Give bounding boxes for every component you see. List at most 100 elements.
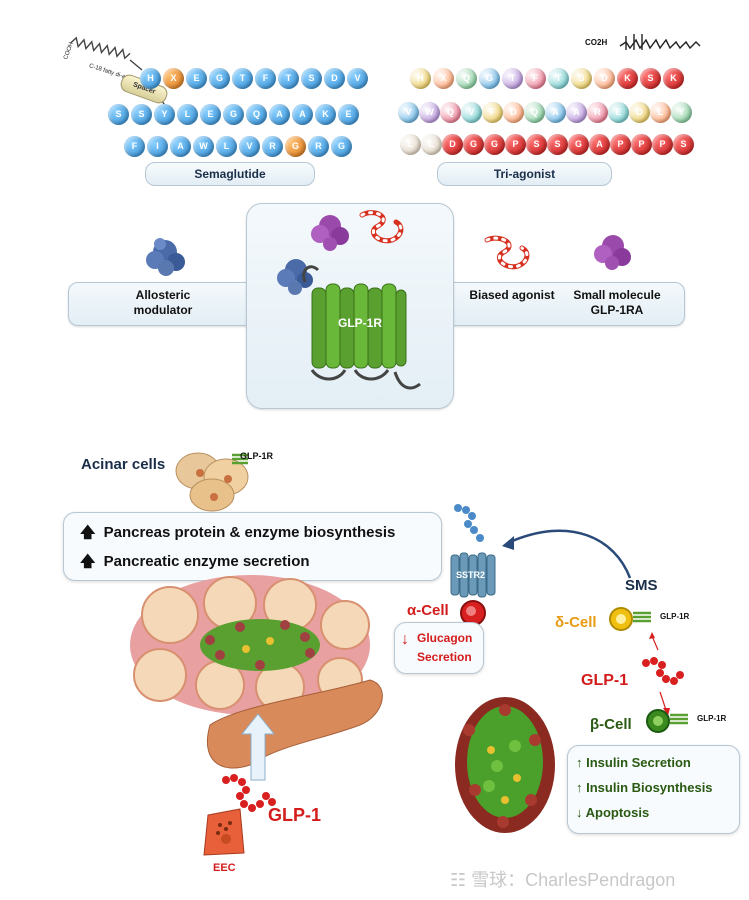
amino-acid-bead: L: [421, 134, 442, 155]
amino-acid-bead: S: [526, 134, 547, 155]
watermark-icon: ☷: [450, 870, 467, 890]
beta-effects-box: ↑ Insulin Secretion ↑ Insulin Biosynthes…: [567, 745, 740, 834]
amino-acid-bead: G: [568, 134, 589, 155]
amino-acid-bead: E: [338, 104, 359, 125]
glp1-mid-peptide-icon: [642, 657, 684, 685]
sstr2-receptor-icon: [450, 552, 496, 598]
co2h-label: CO2H: [585, 38, 607, 47]
beta-effect-row-3: ↓ Apoptosis: [576, 805, 649, 820]
islet-illustration: [455, 697, 555, 833]
amino-acid-bead: D: [594, 68, 615, 89]
amino-acid-bead: A: [566, 102, 587, 123]
small-molecule-label: Small molecule GLP-1RA: [573, 288, 661, 317]
amino-acid-bead: W: [193, 136, 214, 157]
lipid-chain: [619, 34, 701, 50]
glp1r-receptor-icon: [302, 265, 421, 390]
amino-acid-bead: D: [629, 102, 650, 123]
amino-acid-bead: E: [200, 104, 221, 125]
amino-acid-bead: F: [482, 102, 503, 123]
up-arrow-icon: 🡅: [80, 524, 96, 541]
up-arrow-icon: ↑: [576, 780, 583, 795]
amino-acid-bead: F: [525, 68, 546, 89]
amino-acid-bead: T: [548, 68, 569, 89]
alpha-cell-label: α-Cell: [407, 602, 449, 619]
amino-acid-bead: E: [608, 102, 629, 123]
delta-cell-icon: [609, 607, 651, 631]
glp1-mid-label: GLP-1: [581, 672, 629, 689]
biased-agonist-bound-icon: [359, 210, 404, 244]
sstr2-label: SSTR2: [456, 570, 486, 580]
watermark-text: ☷ 雪球：CharlesPendragon: [450, 866, 675, 892]
glp1-signal-arrows: [649, 632, 670, 716]
pancreas-effects-box: 🡅 Pancreas protein & enzyme biosynthesis…: [63, 512, 442, 581]
beta-effect-row-1: ↑ Insulin Secretion: [576, 755, 691, 770]
beta-effect-2: Insulin Biosynthesis: [586, 780, 713, 795]
secretion-label: Secretion: [417, 650, 472, 664]
amino-acid-bead: R: [587, 102, 608, 123]
effect-row-1: 🡅 Pancreas protein & enzyme biosynthesis: [80, 522, 395, 547]
amino-acid-bead: G: [209, 68, 230, 89]
amino-acid-bead: S: [131, 104, 152, 125]
eec-label: EEC: [213, 862, 236, 874]
amino-acid-bead: H: [140, 68, 161, 89]
sms-pathway-arrow: [502, 529, 632, 579]
glp1-bottom-label: GLP-1: [268, 805, 322, 825]
amino-acid-bead: A: [170, 136, 191, 157]
amino-acid-bead: Q: [246, 104, 267, 125]
amino-acid-bead: F: [124, 136, 145, 157]
amino-acid-bead: Q: [524, 102, 545, 123]
amino-acid-bead: G: [479, 68, 500, 89]
upward-arrow-icon: [240, 713, 276, 781]
biased-agonist-icon: [484, 235, 530, 270]
amino-acid-bead: P: [631, 134, 652, 155]
small-molecule-bound-icon: [311, 215, 349, 251]
beta-glp1r-label: GLP-1R: [697, 714, 727, 723]
ligand-shapes: [146, 210, 631, 390]
amino-acid-bead: X: [163, 68, 184, 89]
beta-effect-1: Insulin Secretion: [586, 755, 691, 770]
amino-acid-bead: A: [269, 104, 290, 125]
allosteric-label: Allosteric modulator: [133, 288, 193, 317]
small-molecule-icon: [594, 235, 631, 270]
co2h-text: CO2H: [585, 38, 608, 47]
eec-cell-icon: [203, 808, 245, 856]
delta-cell-label: δ-Cell: [555, 614, 597, 631]
biased-agonist-label: Biased agonist: [469, 288, 555, 302]
amino-acid-bead: T: [278, 68, 299, 89]
amino-acid-bead: D: [442, 134, 463, 155]
down-arrow-icon: ↓: [401, 631, 409, 648]
amino-acid-bead: V: [239, 136, 260, 157]
amino-acid-bead: K: [315, 104, 336, 125]
glp1-peptide-icon: [222, 774, 276, 812]
acinar-cell-cluster-icon: [175, 452, 249, 512]
amino-acid-bead: G: [331, 136, 352, 157]
amino-acid-bead: V: [461, 102, 482, 123]
amino-acid-bead: P: [505, 134, 526, 155]
amino-acid-bead: Y: [671, 102, 692, 123]
amino-acid-bead: A: [545, 102, 566, 123]
amino-acid-bead: G: [223, 104, 244, 125]
effect-2: Pancreatic enzyme secretion: [103, 553, 310, 570]
beta-cell-icon: [646, 709, 688, 733]
sms-label: SMS: [625, 577, 658, 594]
amino-acid-bead: L: [177, 104, 198, 125]
amino-acid-bead: S: [571, 68, 592, 89]
amino-acid-bead: A: [292, 104, 313, 125]
amino-acid-bead: F: [255, 68, 276, 89]
allosteric-bound-icon: [277, 259, 313, 295]
amino-acid-bead: G: [285, 136, 306, 157]
amino-acid-bead: R: [308, 136, 329, 157]
amino-acid-bead: S: [301, 68, 322, 89]
beta-effect-row-2: ↑ Insulin Biosynthesis: [576, 780, 713, 795]
acinar-glp1r-label: GLP-1R: [240, 451, 274, 461]
down-arrow-icon: ↓: [576, 805, 583, 820]
glucagon-box: ↓ Glucagon Secretion: [394, 622, 484, 674]
up-arrow-icon: 🡅: [80, 553, 96, 570]
amino-acid-bead: G: [484, 134, 505, 155]
amino-acid-bead: L: [400, 134, 421, 155]
somatostatin-peptide-icon: [454, 504, 484, 542]
amino-acid-bead: S: [640, 68, 661, 89]
amino-acid-bead: Q: [456, 68, 477, 89]
